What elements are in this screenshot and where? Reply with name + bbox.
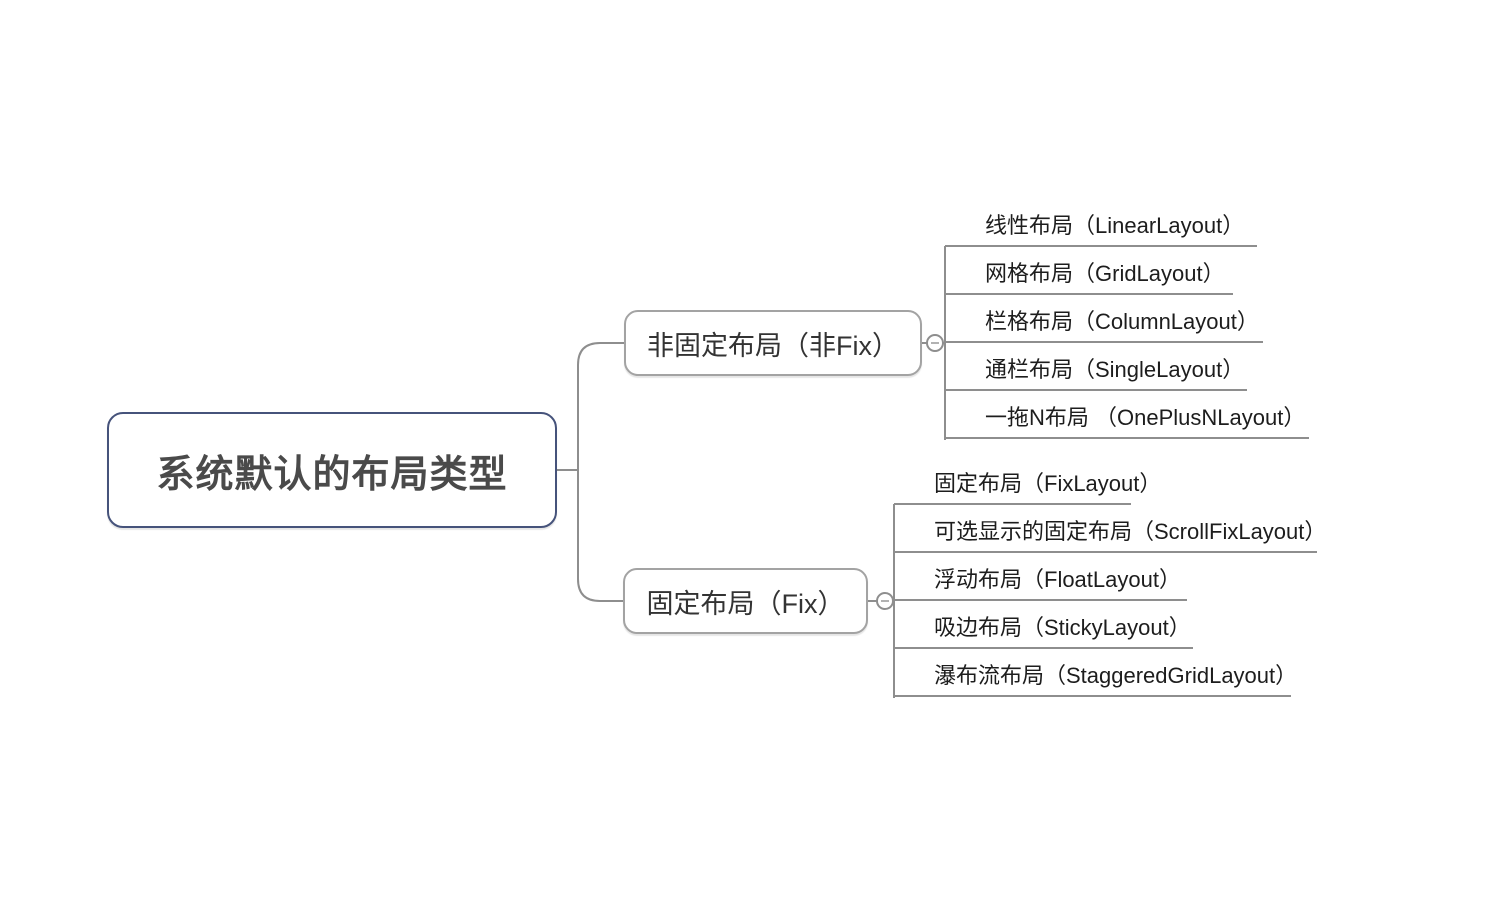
topic-sticky-layout[interactable]: 吸边布局（StickyLayout） [894,612,1193,649]
root-topic[interactable]: 系统默认的布局类型 [107,412,557,528]
branch-topic-fix-label: 固定布局（Fix） [646,588,845,619]
branch-topic-nonfix-label: 非固定布局（非Fix） [647,330,899,361]
topic-one-plus-n-layout[interactable]: 一拖N布局 （OnePlusNLayout） [945,402,1309,439]
topic-float-layout[interactable]: 浮动布局（FloatLayout） [894,564,1187,601]
minus-icon [881,600,889,602]
topic-linear-layout[interactable]: 线性布局（LinearLayout） [945,210,1257,247]
topic-grid-layout[interactable]: 网格布局（GridLayout） [945,258,1233,295]
branch-topic-fix[interactable]: 固定布局（Fix） [623,568,868,634]
topic-scroll-fix-layout[interactable]: 可选显示的固定布局（ScrollFixLayout） [894,516,1326,553]
root-topic-label: 系统默认的布局类型 [156,453,508,496]
minus-icon [931,342,939,344]
topic-column-layout[interactable]: 栏格布局（ColumnLayout） [945,306,1263,343]
collapse-button-fix[interactable] [876,592,894,610]
topic-fix-layout[interactable]: 固定布局（FixLayout） [894,468,1161,505]
root-branch-trunk [577,342,624,602]
branch-topic-nonfix[interactable]: 非固定布局（非Fix） [624,310,922,376]
topic-single-layout[interactable]: 通栏布局（SingleLayout） [945,354,1247,391]
collapse-button-nonfix[interactable] [926,334,944,352]
topic-staggered-grid-layout[interactable]: 瀑布流布局（StaggeredGridLayout） [894,660,1297,697]
